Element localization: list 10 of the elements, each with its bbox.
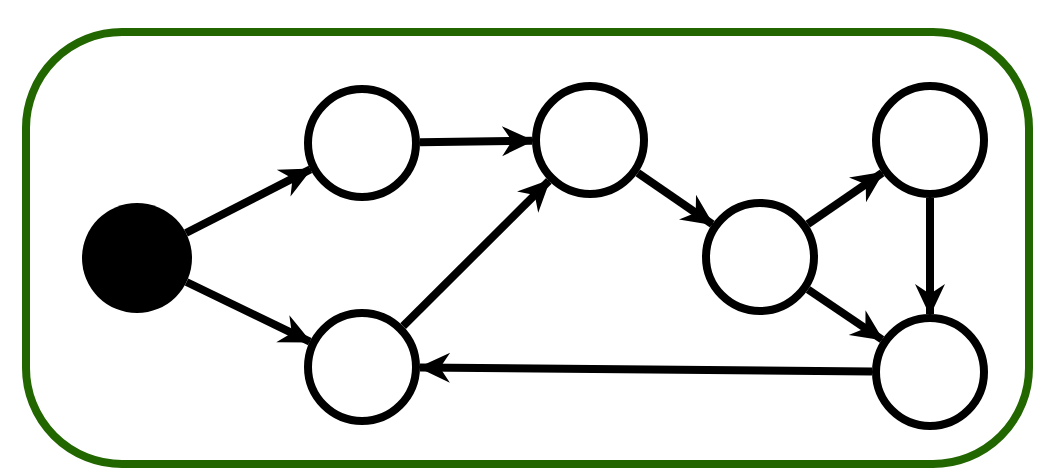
arrow bbox=[419, 126, 534, 157]
container-box bbox=[22, 28, 1033, 468]
arrow bbox=[418, 352, 873, 383]
arrow bbox=[805, 169, 885, 228]
arrow bbox=[805, 286, 885, 343]
arrow bbox=[184, 278, 312, 346]
arrow bbox=[184, 165, 313, 237]
arrow bbox=[915, 198, 945, 316]
arrow bbox=[400, 178, 552, 329]
arrow bbox=[635, 169, 715, 228]
